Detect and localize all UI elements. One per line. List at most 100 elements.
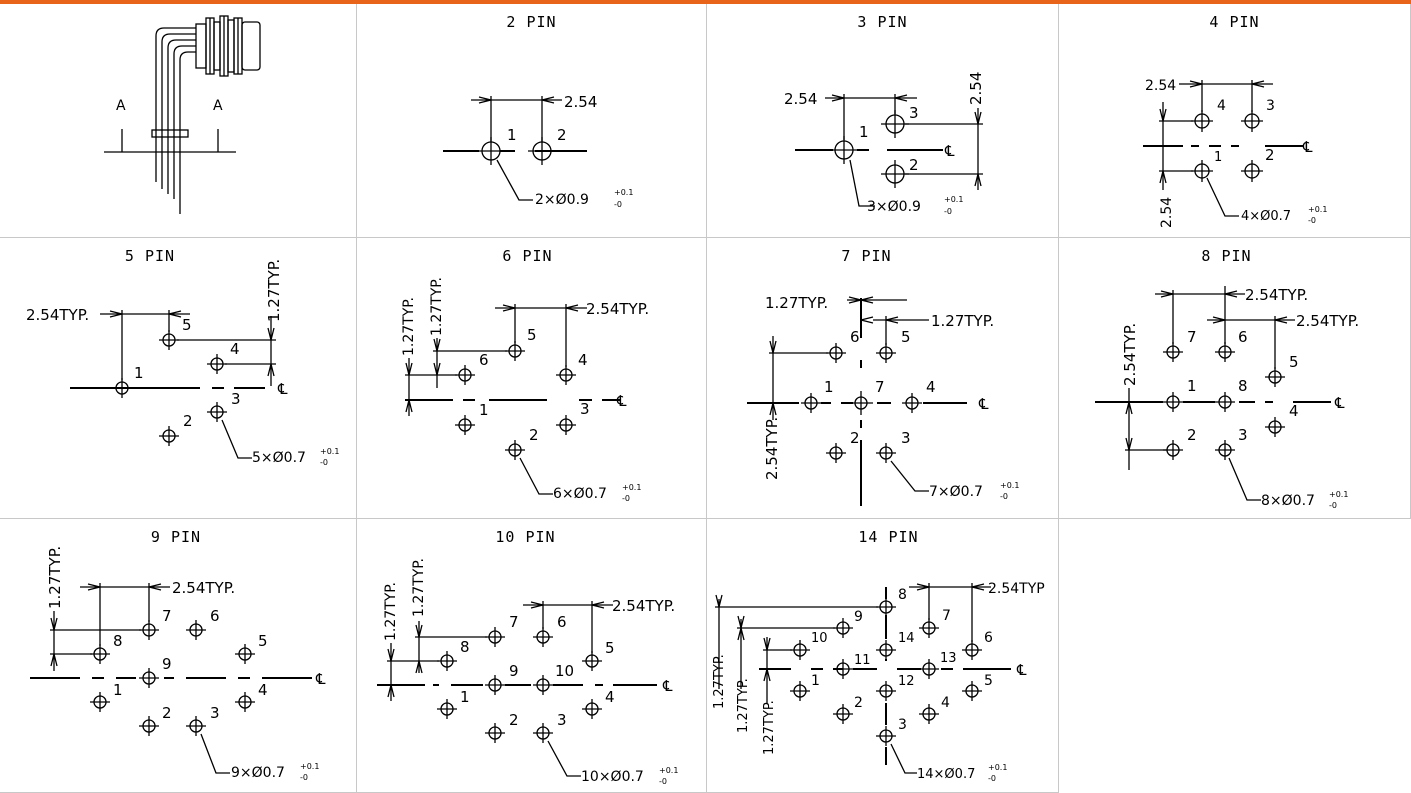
pin-label-4: 4 xyxy=(578,351,588,369)
pin-label-10: 10 xyxy=(811,631,828,646)
pin-label-6: 6 xyxy=(557,613,567,631)
dimension-horizontal-2: 2.54TYP. xyxy=(1296,312,1359,330)
centerline-symbol: ℄ xyxy=(1016,661,1027,679)
dimension-vertical-1: 1.27TYP. xyxy=(383,582,399,641)
connector-side-view: A A xyxy=(104,15,261,214)
dimension-horizontal: 2.54TYP. xyxy=(26,306,89,324)
dimension-vertical-2: 1.27TYP. xyxy=(411,558,427,617)
layout-6-pin: 6 PIN xyxy=(357,238,707,519)
pin-label-2: 2 xyxy=(1265,146,1275,164)
layout-4-pin: 4 PIN 2.54 2.54 1 xyxy=(1059,4,1411,238)
hole-callout: 2×Ø0.9 xyxy=(535,192,589,208)
pin-label-3: 3 xyxy=(898,717,907,733)
dimension-horizontal: 2.54TYP. xyxy=(172,579,235,597)
tolerance-upper: +0.1 xyxy=(1329,490,1348,499)
dimension-horizontal-2: 1.27TYP. xyxy=(931,312,994,330)
pin-label-4: 4 xyxy=(1217,98,1226,114)
pin-label-3: 3 xyxy=(231,390,241,408)
layout-title: 8 PIN xyxy=(1201,247,1252,265)
centerline-symbol: ℄ xyxy=(315,670,326,688)
centerline-symbol: ℄ xyxy=(978,395,989,413)
tolerance-upper: +0.1 xyxy=(944,195,963,204)
pin-label-5: 5 xyxy=(182,316,192,334)
pin-label-13: 13 xyxy=(940,651,957,666)
pin-label-12: 12 xyxy=(898,674,915,689)
pin-label-1: 1 xyxy=(134,364,144,382)
pin-label-3: 3 xyxy=(901,429,911,447)
tolerance-upper: +0.1 xyxy=(622,483,641,492)
pin-label-7: 7 xyxy=(509,613,519,631)
pin-label-5: 5 xyxy=(984,673,993,689)
centerline-symbol: ℄ xyxy=(277,380,288,398)
pin-label-7: 7 xyxy=(162,607,172,625)
pin-label-11: 11 xyxy=(854,653,871,668)
hole-callout: 9×Ø0.7 xyxy=(231,765,285,781)
pin-layout-grid: A A 2 PIN 1 2 2.54 2×Ø0.9 +0.1 -0 xyxy=(0,4,1411,793)
pin-label-5: 5 xyxy=(1289,353,1299,371)
tolerance-upper: +0.1 xyxy=(988,763,1007,772)
pin-label-5: 5 xyxy=(605,639,615,657)
centerline-symbol: ℄ xyxy=(944,142,955,160)
dimension-vertical: 2.54 xyxy=(1159,197,1175,228)
layout-title: 3 PIN xyxy=(857,13,908,31)
pin-label-9: 9 xyxy=(162,655,172,673)
dimension-horizontal: 2.54TYP xyxy=(988,581,1045,597)
pin-label-1: 1 xyxy=(1187,377,1197,395)
hole-callout: 14×Ø0.7 xyxy=(917,767,975,782)
empty-cell xyxy=(1059,519,1411,793)
pin-label-1: 1 xyxy=(824,378,834,396)
connector-drawing-cell: A A xyxy=(0,4,357,238)
tolerance-upper: +0.1 xyxy=(320,447,339,456)
dimension-horizontal: 2.54 xyxy=(1145,78,1176,94)
pin-label-6: 6 xyxy=(479,351,489,369)
tolerance-lower: -0 xyxy=(614,200,622,209)
dimension-vertical-2: 1.27TYP. xyxy=(736,678,751,733)
pin-label-6: 6 xyxy=(850,328,860,346)
layout-14-pin: 14 PIN xyxy=(707,519,1059,793)
layout-10-pin: 10 PIN xyxy=(357,519,707,793)
pin-label-1: 1 xyxy=(479,401,489,419)
hole-callout: 3×Ø0.9 xyxy=(867,199,921,215)
tolerance-upper: +0.1 xyxy=(614,188,633,197)
tolerance-lower: -0 xyxy=(622,494,630,503)
pin-label-3: 3 xyxy=(580,400,590,418)
accent-bar xyxy=(0,0,1411,4)
pin-label-2: 2 xyxy=(183,412,193,430)
tolerance-lower: -0 xyxy=(988,774,996,783)
layout-7-pin: 7 PIN xyxy=(707,238,1059,519)
pin-label-2: 2 xyxy=(509,711,519,729)
layout-5-pin: 5 PIN 5 4 1 3 2 xyxy=(0,238,357,519)
pin-label-14: 14 xyxy=(898,631,915,646)
dimension-vertical-2: 1.27TYP. xyxy=(429,277,445,336)
pin-label-4: 4 xyxy=(605,688,615,706)
pin-label-4: 4 xyxy=(258,681,268,699)
pin-label-4: 4 xyxy=(1289,402,1299,420)
pin-label-3: 3 xyxy=(909,104,919,122)
pin-label-1: 1 xyxy=(460,688,470,706)
pin-label-2: 2 xyxy=(854,695,863,711)
tolerance-upper: +0.1 xyxy=(300,762,319,771)
hole-callout: 5×Ø0.7 xyxy=(252,450,306,466)
dimension-horizontal: 2.54 xyxy=(784,90,817,108)
pin-label-4: 4 xyxy=(926,378,936,396)
pin-label-8: 8 xyxy=(113,632,123,650)
dimension-horizontal: 2.54TYP. xyxy=(612,597,675,615)
hole-callout: 10×Ø0.7 xyxy=(581,769,644,785)
layout-title: 14 PIN xyxy=(858,528,919,546)
layout-8-pin: 8 PIN xyxy=(1059,238,1411,519)
layout-title: 6 PIN xyxy=(502,247,553,265)
pin-label-2: 2 xyxy=(529,426,539,444)
tolerance-upper: +0.1 xyxy=(659,766,678,775)
dimension-vertical: 2.54 xyxy=(967,72,985,105)
centerline-symbol: ℄ xyxy=(1334,394,1345,412)
pin-label-6: 6 xyxy=(210,607,220,625)
tolerance-lower: -0 xyxy=(320,458,328,467)
dimension-horizontal-1: 2.54TYP. xyxy=(1245,286,1308,304)
tolerance-lower: -0 xyxy=(1308,216,1316,225)
layout-3-pin: 3 PIN 2.54 2.54 1 2 3 ℄ xyxy=(707,4,1059,238)
layout-title: 10 PIN xyxy=(495,528,556,546)
pin-label-1: 1 xyxy=(859,123,869,141)
pin-label-3: 3 xyxy=(1238,426,1248,444)
pin-label-1: 1 xyxy=(507,126,517,144)
dimension-vertical: 2.54TYP. xyxy=(763,417,781,480)
